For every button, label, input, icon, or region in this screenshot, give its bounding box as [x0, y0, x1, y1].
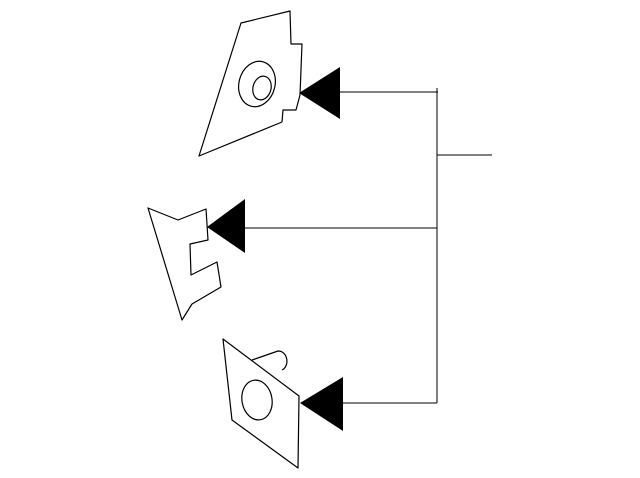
leader-lines [245, 88, 492, 404]
arrowhead-middle [207, 199, 245, 253]
arrowheads [207, 67, 343, 431]
arrowhead-lower [300, 377, 343, 431]
upper-bracket-outline [198, 10, 303, 157]
lower-bracket-part [222, 338, 300, 469]
upper-bracket-hole-outer [238, 60, 276, 108]
lower-bracket-tab [251, 350, 288, 371]
lower-bracket-hole [241, 379, 273, 421]
upper-bracket-hole-inner [252, 75, 272, 101]
middle-bracket-outline [147, 207, 222, 321]
lower-bracket-outline [222, 338, 300, 469]
arrowhead-upper [299, 67, 340, 119]
middle-bracket-part [147, 207, 222, 321]
upper-bracket-part [198, 10, 303, 157]
